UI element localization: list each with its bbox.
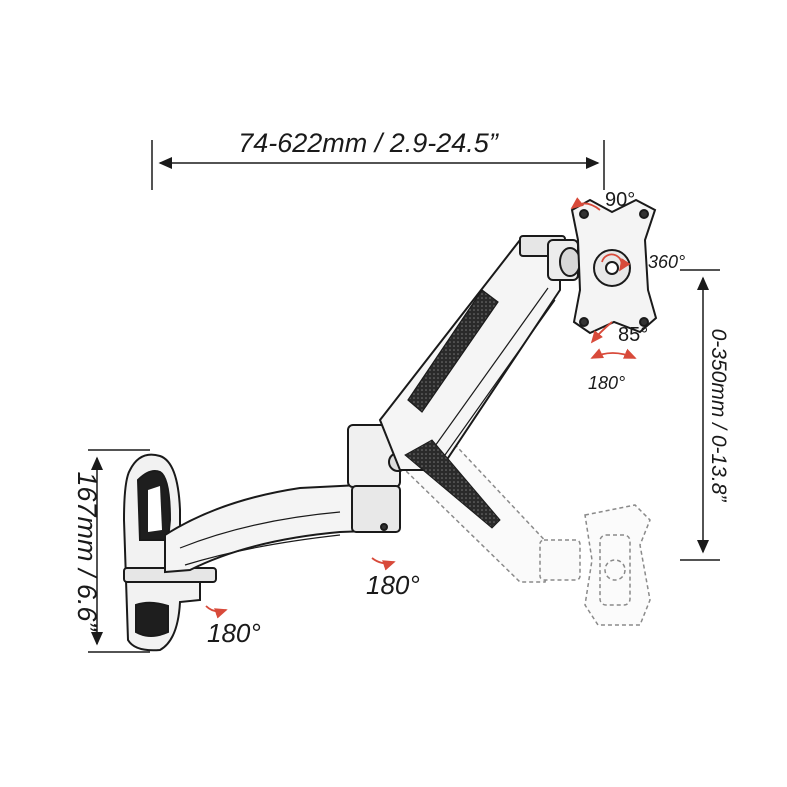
reach-label: 74-622mm / 2.9-24.5” (238, 128, 499, 158)
base-swivel-label: 180° (207, 618, 261, 648)
head-swivel-arrow-icon (590, 348, 637, 359)
elbow-swivel-arrow-icon (371, 557, 396, 571)
upper-arm (378, 235, 566, 529)
wall-plate-label: 167mm / 6.6” (72, 471, 102, 631)
height-adjust-label: 0-350mm / 0-13.8” (707, 329, 730, 503)
reach-dimension: 74-622mm / 2.9-24.5” (151, 128, 605, 190)
rotation-arrows (205, 197, 637, 619)
vesa-plate (570, 198, 658, 335)
wall-plate-dimension: 167mm / 6.6” (72, 449, 150, 653)
head-swivel (547, 239, 581, 281)
tilt-down-arrow-icon (590, 321, 613, 344)
tilt-up-arrow-icon (570, 197, 601, 211)
height-adjust-dimension: 0-350mm / 0-13.8” (680, 269, 730, 561)
rotate-label: 360° (648, 252, 685, 272)
head-swivel-label: 180° (588, 373, 625, 393)
rotate-arrow-icon (601, 253, 631, 272)
tilt-down-label: 85° (618, 324, 648, 346)
base-swivel-arrow-icon (205, 605, 228, 619)
elbow-swivel-label: 180° (366, 570, 420, 600)
wall-plate (122, 453, 217, 652)
tilt-up-label: 90° (605, 189, 635, 211)
